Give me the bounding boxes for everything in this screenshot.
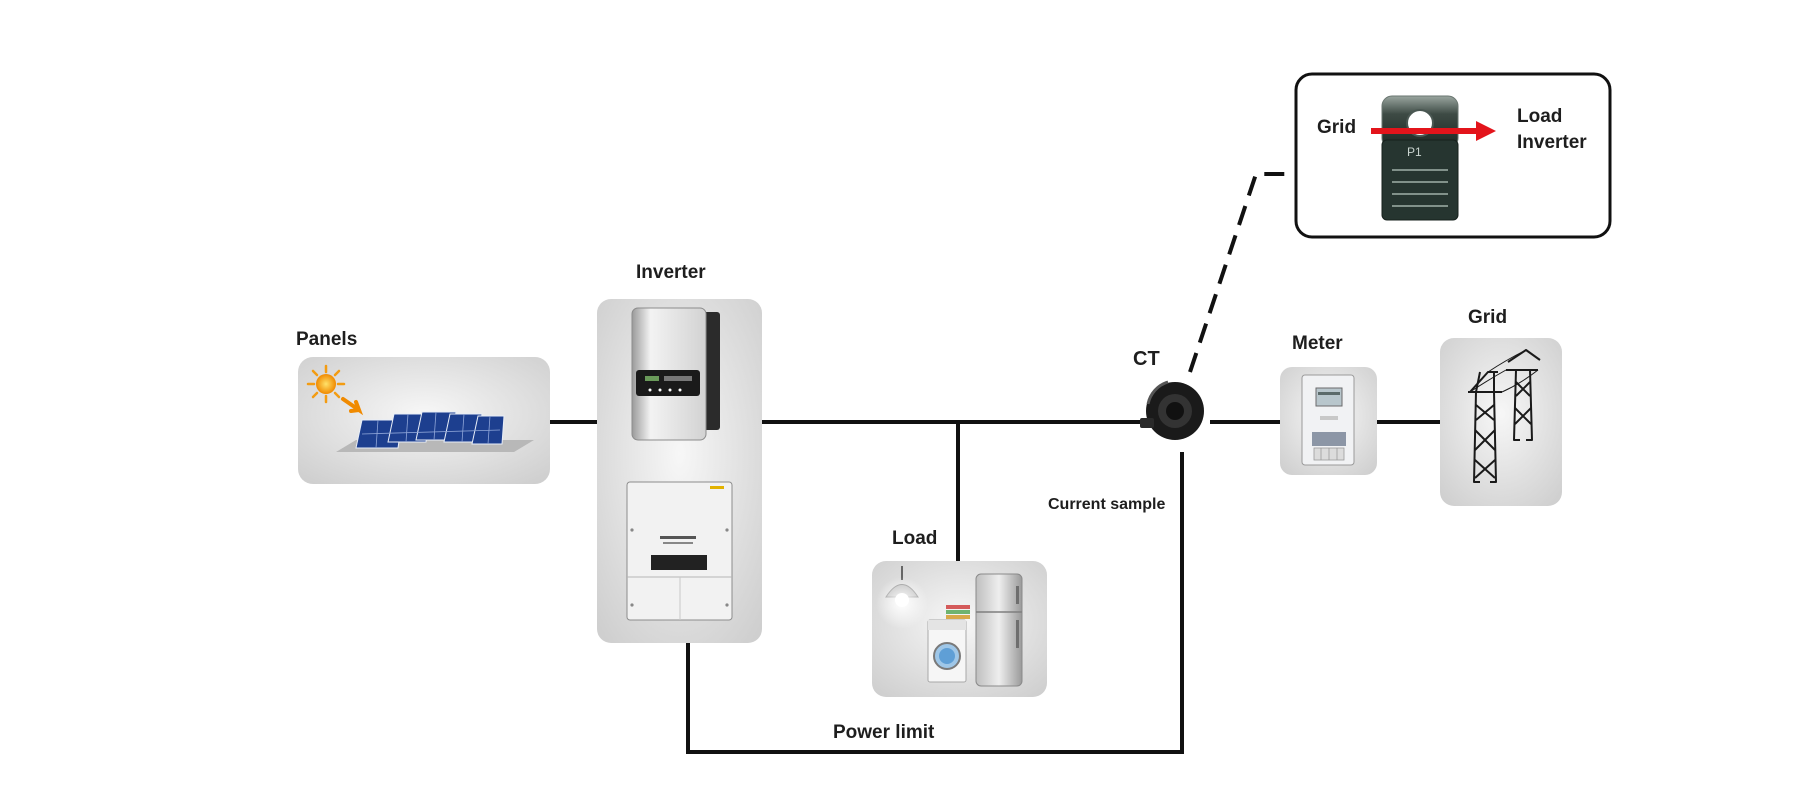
power-limit-label: Power limit <box>833 722 935 743</box>
current-direction-arrow <box>1371 121 1496 141</box>
solar-panel-array-icon <box>336 411 534 452</box>
load-node <box>872 561 1047 697</box>
washing-machine-icon <box>927 605 970 683</box>
load-label: Load <box>892 528 938 549</box>
grid-background <box>1440 338 1562 506</box>
wiring <box>550 172 1440 754</box>
ct-detail-callout <box>1294 72 1612 239</box>
refrigerator-icon <box>975 573 1023 687</box>
meter-node <box>1280 367 1377 475</box>
ct-sensor-clamp-icon <box>1140 380 1204 440</box>
meter-label: Meter <box>1292 333 1343 354</box>
electricity-meter-icon <box>1301 374 1355 466</box>
panels-node <box>298 357 550 484</box>
inverter-node <box>597 299 762 643</box>
ct-clamp-marking: P1 <box>1407 145 1422 159</box>
ct-detail-load-label: Load <box>1517 106 1563 127</box>
sun-icon <box>306 364 364 416</box>
ct-detail-grid-label: Grid <box>1317 117 1357 138</box>
ct-detail-inverter-label: Inverter <box>1517 132 1587 153</box>
ct-detail-dashed-leader <box>1188 172 1296 373</box>
current-sample-label: Current sample <box>1048 496 1166 513</box>
ceiling-lamp-icon <box>876 566 928 629</box>
panels-label: Panels <box>296 329 358 350</box>
ct-clamp-closeup <box>1381 95 1459 221</box>
three-phase-inverter-icon <box>626 481 733 621</box>
ct-label: CT <box>1133 348 1160 370</box>
grid-node <box>1440 338 1562 506</box>
grid-label: Grid <box>1468 307 1508 328</box>
string-inverter-icon <box>631 307 720 441</box>
wire-power-limit-loop <box>686 452 1184 754</box>
inverter-label: Inverter <box>636 262 706 283</box>
transmission-tower-icon <box>1468 349 1541 483</box>
